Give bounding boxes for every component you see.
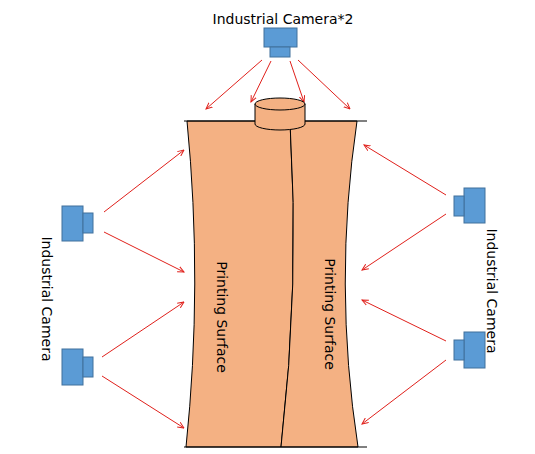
- camera-label: Industrial Camera: [484, 228, 501, 353]
- surface-label: Printing Surface: [214, 261, 231, 373]
- camera-label: Industrial Camera: [39, 236, 56, 361]
- printing-surface: Printing Surface: [278, 119, 368, 449]
- camera-icon: [62, 349, 93, 385]
- surface-outline: [185, 119, 295, 449]
- camera-icon: [264, 28, 297, 57]
- printing-surface: Printing Surface: [185, 119, 295, 449]
- camera-icon: [62, 206, 93, 241]
- camera-label: Industrial Camera*2: [213, 11, 354, 28]
- camera-icon: [454, 188, 485, 223]
- surface-label: Printing Surface: [322, 258, 339, 370]
- camera-icon: [454, 332, 485, 368]
